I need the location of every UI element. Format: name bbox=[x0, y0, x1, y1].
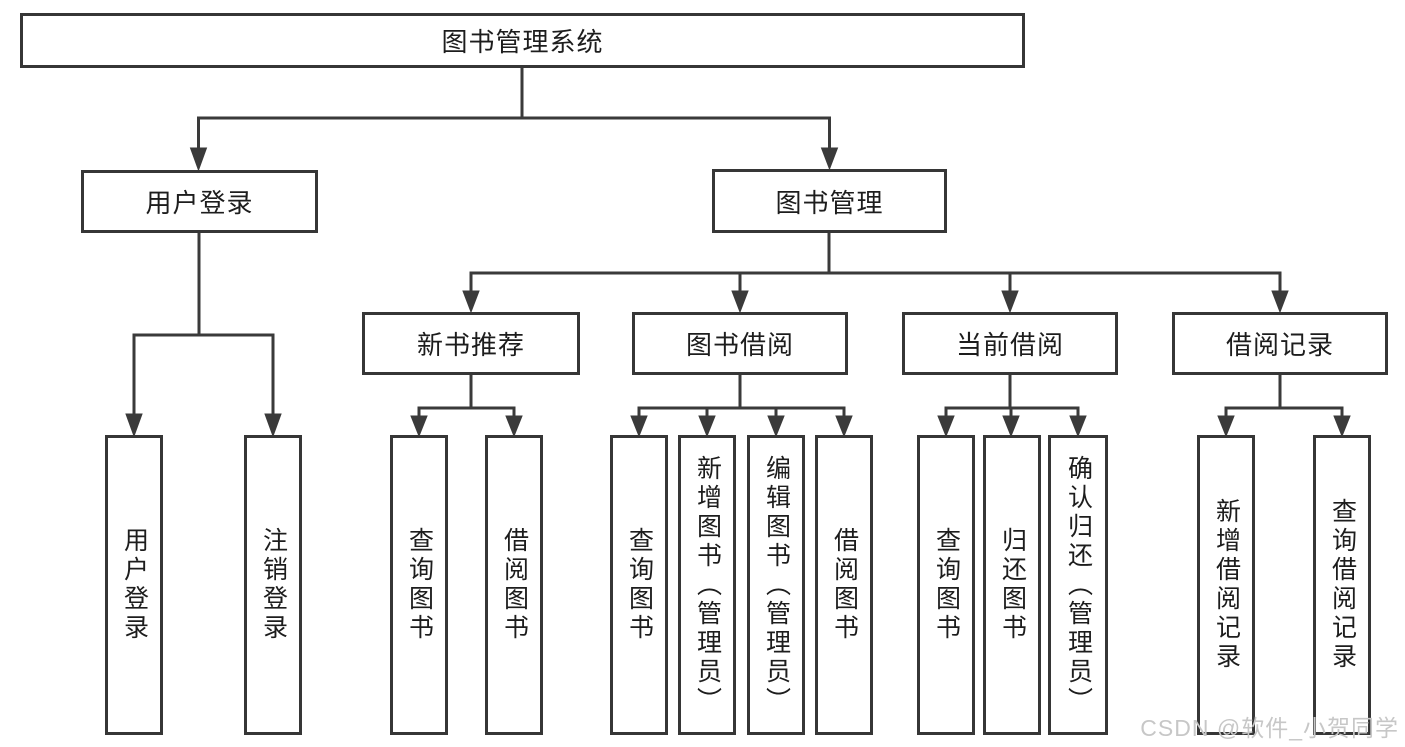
node-user-login-label: 用户登录 bbox=[145, 188, 254, 218]
node-current-borrow-label: 当前借阅 bbox=[955, 330, 1064, 360]
leaf-query-books-borrow-label: 查询图书 bbox=[625, 527, 654, 643]
leaf-borrow-books: 借阅图书 bbox=[815, 435, 873, 735]
leaf-borrow-books-recommend-label: 借阅图书 bbox=[500, 527, 529, 643]
leaf-add-book-admin: 新增图书（管理员） bbox=[678, 435, 736, 735]
leaf-confirm-return-admin: 确认归还（管理员） bbox=[1048, 435, 1108, 735]
node-current-borrow: 当前借阅 bbox=[902, 312, 1118, 375]
leaf-edit-book-admin: 编辑图书（管理员） bbox=[747, 435, 805, 735]
leaf-add-borrow-record: 新增借阅记录 bbox=[1197, 435, 1255, 735]
watermark: CSDN @软件_小贺同学 bbox=[1140, 715, 1399, 741]
node-library-system-label: 图书管理系统 bbox=[441, 27, 604, 57]
node-new-book-recommend-label: 新书推荐 bbox=[416, 330, 525, 360]
node-book-management: 图书管理 bbox=[712, 169, 947, 233]
node-borrow-records: 借阅记录 bbox=[1172, 312, 1388, 375]
leaf-add-book-admin-label: 新增图书（管理员） bbox=[693, 454, 722, 716]
leaf-return-books: 归还图书 bbox=[983, 435, 1041, 735]
node-borrow-records-label: 借阅记录 bbox=[1225, 330, 1334, 360]
node-new-book-recommend: 新书推荐 bbox=[362, 312, 580, 375]
leaf-user-login: 用户登录 bbox=[105, 435, 163, 735]
leaf-add-borrow-record-label: 新增借阅记录 bbox=[1212, 498, 1241, 672]
leaf-query-books-borrow: 查询图书 bbox=[610, 435, 668, 735]
node-book-management-label: 图书管理 bbox=[775, 187, 884, 218]
leaf-query-borrow-record: 查询借阅记录 bbox=[1313, 435, 1371, 735]
leaf-query-books-current: 查询图书 bbox=[917, 435, 975, 735]
leaf-user-login-label: 用户登录 bbox=[120, 527, 149, 643]
leaf-logout: 注销登录 bbox=[244, 435, 302, 735]
leaf-logout-label: 注销登录 bbox=[259, 527, 288, 643]
node-user-login: 用户登录 bbox=[81, 170, 318, 233]
node-book-borrow: 图书借阅 bbox=[632, 312, 848, 375]
leaf-query-borrow-record-label: 查询借阅记录 bbox=[1328, 498, 1357, 672]
leaf-borrow-books-label: 借阅图书 bbox=[830, 527, 859, 643]
leaf-query-books-current-label: 查询图书 bbox=[932, 527, 961, 643]
node-book-borrow-label: 图书借阅 bbox=[685, 330, 794, 360]
leaf-confirm-return-admin-label: 确认归还（管理员） bbox=[1064, 454, 1093, 716]
leaf-query-books-recommend: 查询图书 bbox=[390, 435, 448, 735]
leaf-query-books-recommend-label: 查询图书 bbox=[405, 527, 434, 643]
node-library-system: 图书管理系统 bbox=[20, 13, 1025, 68]
leaf-return-books-label: 归还图书 bbox=[998, 527, 1027, 643]
leaf-edit-book-admin-label: 编辑图书（管理员） bbox=[762, 454, 791, 716]
leaf-borrow-books-recommend: 借阅图书 bbox=[485, 435, 543, 735]
